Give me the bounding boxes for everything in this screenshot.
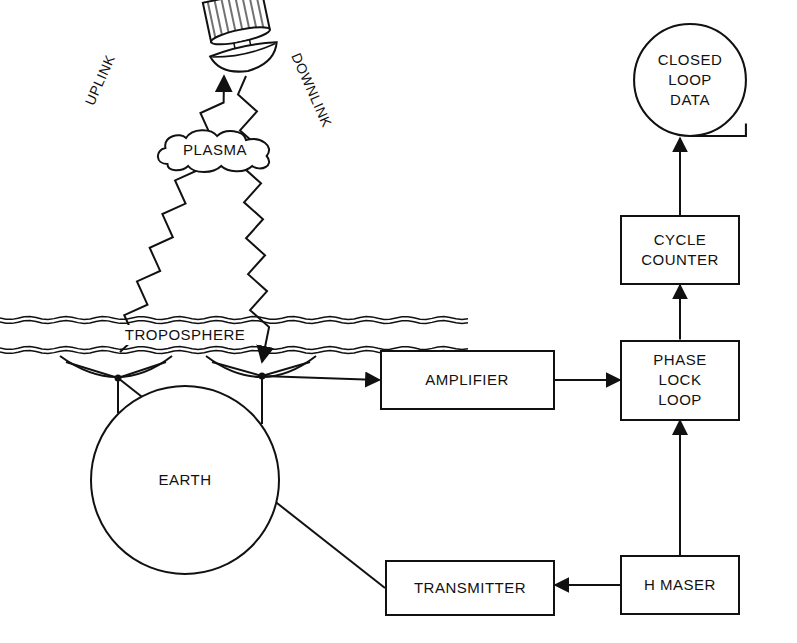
- process-box: H MASER: [620, 555, 740, 615]
- signal-connector: [679, 421, 681, 556]
- troposphere-band: TROPOSPHERE: [0, 321, 370, 350]
- spacecraft: [199, 0, 281, 78]
- node-label: EARTH: [158, 470, 211, 490]
- node-label: AMPLIFIER: [425, 370, 509, 390]
- node-label: PHASE LOCK LOOP: [642, 350, 718, 411]
- node-label: PLASMA: [183, 140, 247, 160]
- signal-connector: [262, 376, 380, 380]
- node-label: H MASER: [644, 575, 716, 595]
- wavy-line: [0, 321, 468, 324]
- plasma-cloud: PLASMA: [153, 128, 277, 172]
- process-box: TRANSMITTER: [385, 560, 555, 616]
- uplink-path: [120, 76, 224, 352]
- troposphere-boundary: [0, 317, 468, 354]
- tape-reel: CLOSED LOOP DATA: [632, 22, 748, 138]
- node-label: TRANSMITTER: [414, 578, 526, 598]
- node-label: TROPOSPHERE: [121, 325, 250, 345]
- signal-connector: [555, 584, 620, 586]
- downlink-label: DOWNLINK: [288, 49, 337, 132]
- signal-connector: [679, 285, 681, 340]
- earth-circle: EARTH: [90, 385, 280, 575]
- process-box: CYCLE COUNTER: [620, 215, 740, 285]
- process-box: AMPLIFIER: [380, 350, 555, 410]
- wavy-line: [0, 317, 468, 320]
- process-box: PHASE LOCK LOOP: [620, 340, 740, 421]
- signal-connector: [555, 379, 621, 381]
- signal-connector: [679, 138, 681, 215]
- uplink-label: UPLINK: [81, 50, 119, 109]
- node-label: CLOSED LOOP DATA: [654, 50, 726, 111]
- node-label: CYCLE COUNTER: [637, 230, 723, 271]
